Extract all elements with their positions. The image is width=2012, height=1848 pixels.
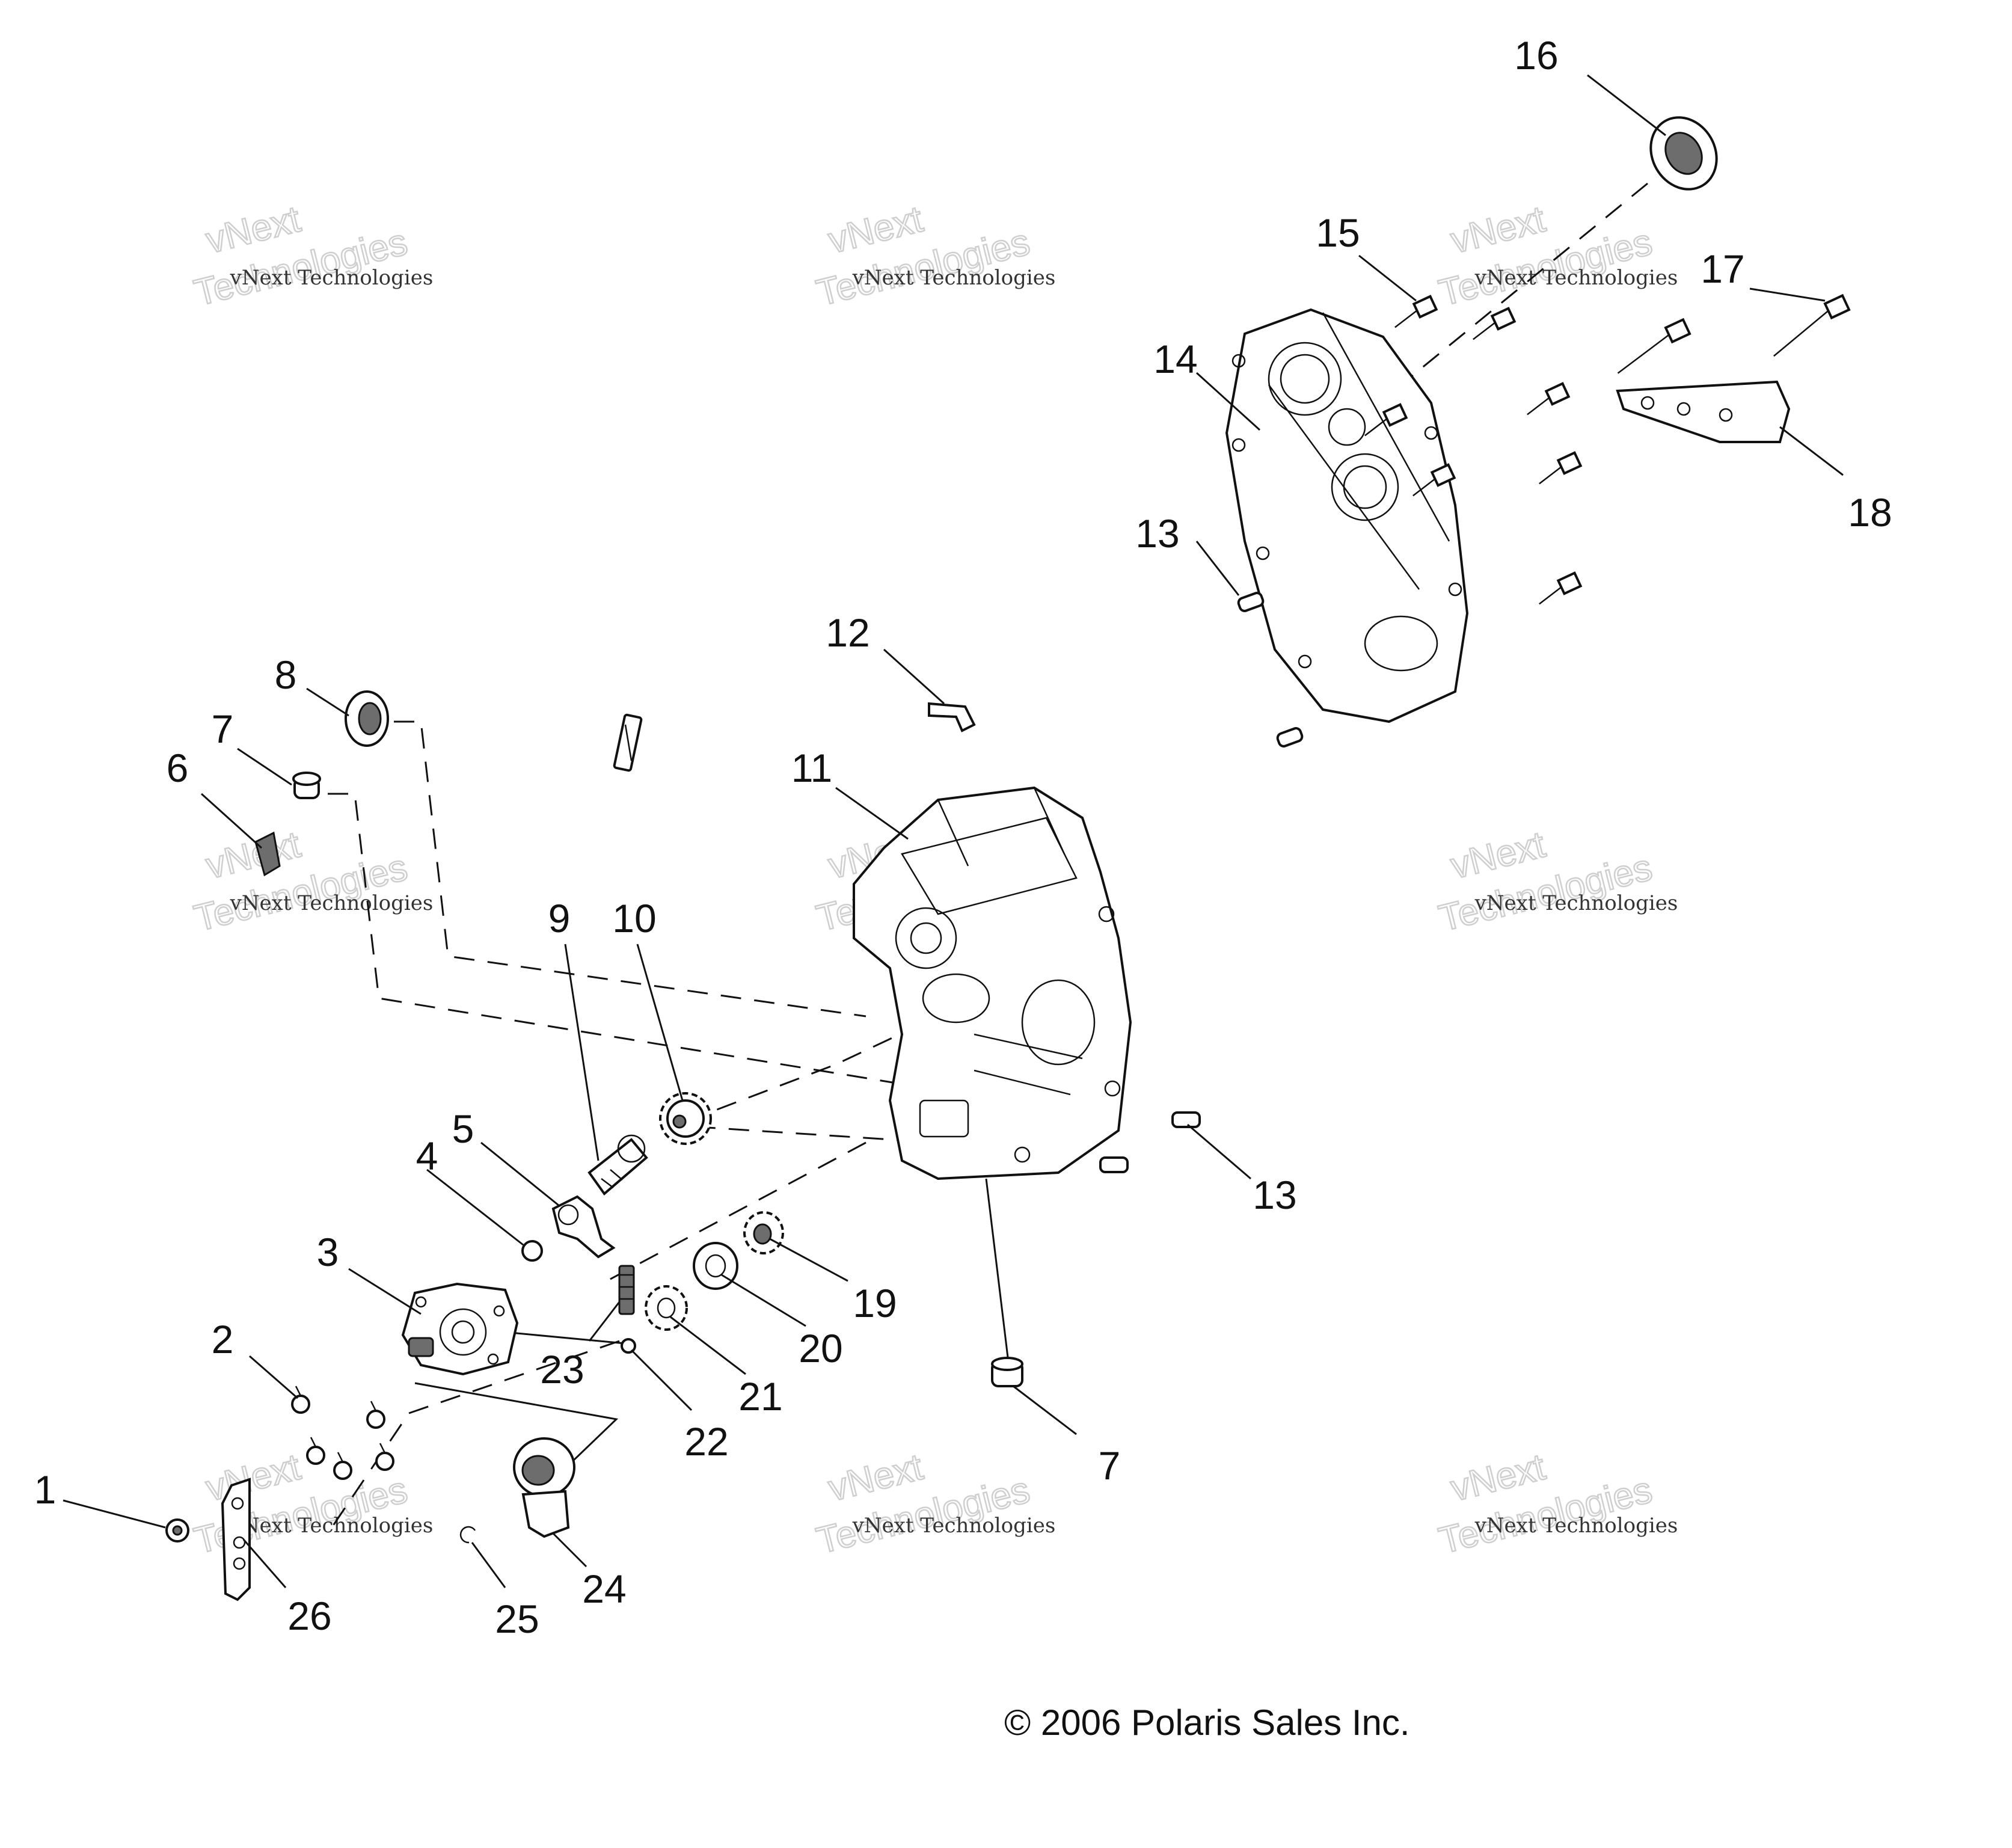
part-7-plug-lower [991, 1357, 1023, 1387]
callout-8: 8 [275, 652, 297, 697]
callout-16: 16 [1514, 33, 1558, 78]
callout-1: 1 [34, 1467, 57, 1512]
watermark-8: vNext Technologies vNext Technologies [812, 1446, 1056, 1563]
part-11-gearcase-housing [853, 786, 1132, 1180]
part-2-screws [291, 1386, 394, 1480]
svg-text:vNext Technologies: vNext Technologies [230, 266, 434, 290]
part-22-ring [621, 1338, 636, 1354]
part-15-bolts [1364, 295, 1583, 605]
part-20-washer [693, 1242, 738, 1290]
part-14-gearcase-cover [1225, 308, 1469, 723]
part-9-shaft [587, 1134, 648, 1196]
part-16-seal [1649, 116, 1718, 191]
part-7-plug-upper [292, 772, 321, 799]
svg-text:vNext Technologies: vNext Technologies [1474, 891, 1678, 915]
part-10-gear [659, 1092, 712, 1145]
callout-7-lower: 7 [1099, 1443, 1121, 1488]
watermark-6: vNext Technologies vNext Technologies [1434, 823, 1678, 941]
watermark-2: vNext Technologies vNext Technologies [812, 198, 1056, 315]
part-17-bolts [1617, 293, 1851, 374]
callout-13-upper: 13 [1135, 511, 1179, 556]
callout-11: 11 [791, 746, 833, 790]
svg-text:vNext Technologies: vNext Technologies [1474, 266, 1678, 290]
callout-7-upper: 7 [212, 707, 234, 751]
part-5-lever [551, 1195, 616, 1259]
callout-5: 5 [452, 1107, 474, 1151]
callout-4: 4 [416, 1134, 438, 1178]
callout-20: 20 [799, 1326, 842, 1371]
callout-6: 6 [167, 746, 189, 790]
callout-23: 23 [540, 1347, 584, 1392]
callout-15: 15 [1316, 210, 1360, 255]
watermark-9: vNext Technologies vNext Technologies [1434, 1446, 1678, 1563]
part-1-nut [165, 1518, 189, 1543]
callout-12: 12 [826, 610, 870, 655]
part-18-bracket [1616, 380, 1791, 443]
part-23-spring [618, 1265, 635, 1315]
part-13-dowel-pins [1099, 592, 1304, 1173]
watermark-7: vNext Technologies vNext Technologies [189, 1446, 434, 1563]
callout-22: 22 [684, 1419, 728, 1464]
watermark-4: vNext Technologies vNext Technologies [189, 823, 434, 941]
callout-24: 24 [582, 1567, 626, 1611]
callout-2: 2 [212, 1317, 234, 1361]
callout-numbers: 16 15 17 14 18 13 12 11 8 7 6 9 10 13 5 … [34, 33, 1892, 1641]
svg-text:vNext Technologies: vNext Technologies [852, 1514, 1056, 1538]
part-3-pump-housing [401, 1282, 519, 1376]
callout-10: 10 [612, 896, 656, 941]
leader-lines [63, 74, 1844, 1588]
svg-text:vNext Technologies: vNext Technologies [852, 266, 1056, 290]
part-8-seal [345, 690, 389, 747]
callout-17: 17 [1701, 247, 1744, 291]
callout-26: 26 [287, 1594, 331, 1638]
part-24-roller [513, 1437, 575, 1538]
callout-14: 14 [1153, 337, 1197, 381]
svg-text:vNext Technologies: vNext Technologies [1474, 1514, 1678, 1538]
part-6-clip [254, 831, 281, 877]
part-25-clip [459, 1526, 476, 1544]
copyright-notice: © 2006 Polaris Sales Inc. [1004, 1702, 1410, 1743]
callout-25: 25 [495, 1597, 539, 1641]
svg-text:vNext Technologies: vNext Technologies [230, 891, 434, 915]
callout-9: 9 [548, 896, 571, 941]
svg-text:vNext Technologies: vNext Technologies [230, 1514, 434, 1538]
part-19-gear [743, 1211, 784, 1254]
part-4-ring [521, 1240, 543, 1262]
callout-18: 18 [1848, 490, 1892, 535]
callout-13-lower: 13 [1253, 1173, 1296, 1217]
part-12-vent-fitting [928, 702, 976, 732]
callout-19: 19 [853, 1281, 897, 1325]
watermark-3: vNext Technologies vNext Technologies [1434, 198, 1678, 315]
part-26-strap [221, 1478, 251, 1601]
callout-3: 3 [317, 1230, 339, 1274]
part-21-gear [645, 1285, 688, 1331]
callout-21: 21 [738, 1374, 782, 1419]
watermark-1: vNext Technologies vNext Technologies [189, 198, 434, 315]
part-small-pin [613, 713, 643, 772]
